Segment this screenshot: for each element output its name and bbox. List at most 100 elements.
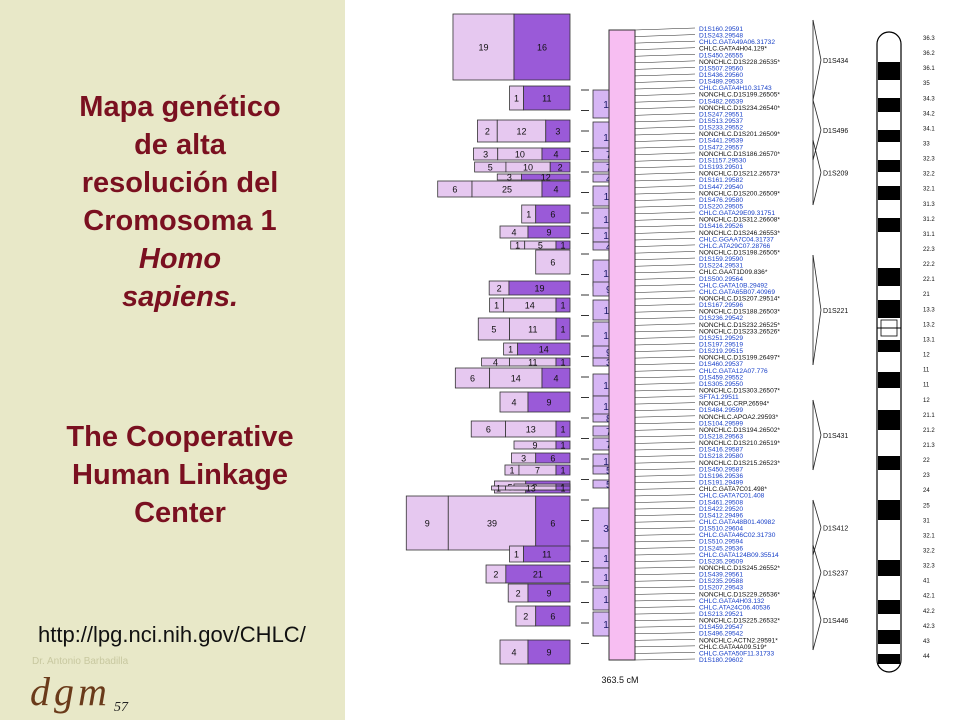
band-label: 32.3	[923, 157, 935, 163]
marker-label: NONCHLC.D1S199.26497*	[699, 355, 780, 362]
marker-label: CHLC.ATA29C07.28766	[699, 243, 771, 250]
marker-connector	[634, 310, 696, 313]
marker-connector	[634, 205, 696, 208]
title-line: resolución del	[81, 167, 279, 199]
marker-connector	[634, 238, 696, 241]
marker-connector	[634, 435, 696, 438]
chromosome-band	[878, 654, 900, 664]
histogram-count: 2	[558, 163, 563, 173]
band-label: 42.2	[923, 609, 935, 615]
locus-bracket: D1S446	[812, 589, 848, 651]
marker-label: NONCHLC.D1S229.26536*	[699, 591, 780, 598]
band-label: 22.1	[923, 277, 935, 283]
histogram-count: 1	[514, 550, 519, 560]
band-label: 21.2	[923, 428, 935, 434]
marker-label: D1S167.29596	[699, 302, 743, 309]
marker-connector	[634, 579, 696, 582]
histogram-count: 1	[508, 345, 513, 355]
marker-connector	[634, 93, 696, 96]
histogram-count: 1	[509, 466, 514, 476]
marker-label: NONCHLC.D1S212.26573*	[699, 171, 780, 178]
band-label: 12	[923, 398, 930, 404]
marker-label: D1S104.29599	[699, 420, 743, 427]
band-label: 21.1	[923, 413, 935, 419]
marker-label: D1S500.29564	[699, 276, 743, 283]
band-label: 32.2	[923, 548, 935, 554]
marker-label: D1S507.29560	[699, 65, 743, 72]
histogram-count: 6	[550, 519, 555, 529]
marker-connector	[634, 415, 696, 418]
histogram-count: 14	[539, 345, 549, 355]
marker-label: NONCHLC.D1S186.26570*	[699, 151, 780, 158]
marker-connector	[634, 159, 696, 162]
marker-connector	[634, 192, 696, 195]
bracket-label: D1S434	[823, 58, 848, 65]
histogram-count: 1	[494, 301, 499, 311]
chromosome-band	[878, 560, 900, 576]
marker-connector	[634, 540, 696, 543]
marker-label: D1S416.29587	[699, 447, 743, 454]
marker-connector	[634, 54, 696, 57]
source-url[interactable]: http://lpg.nci.nih.gov/CHLC/	[38, 622, 306, 647]
marker-connector	[634, 501, 696, 503]
locus-bracket: D1S237	[812, 544, 848, 601]
marker-connector	[634, 343, 696, 346]
band-label: 13.1	[923, 337, 935, 343]
histogram-cell	[499, 639, 529, 665]
marker-connector	[634, 494, 696, 497]
chromosome-band	[878, 300, 900, 318]
histogram-count: 10	[523, 163, 533, 173]
histogram-count: 5	[488, 163, 493, 173]
histogram-cell	[535, 204, 571, 224]
histogram-count: 4	[553, 374, 558, 384]
bracket-label: D1S431	[823, 433, 848, 440]
marker-label: NONCHLC.D1S200.26509*	[699, 190, 780, 197]
band-label: 11	[923, 368, 930, 374]
histogram-cell	[555, 317, 571, 341]
histogram-count: 21	[533, 570, 543, 580]
marker-label: D1S235.29509	[699, 558, 743, 565]
marker-label: D1S233.29552	[699, 125, 743, 132]
chromosome-band	[878, 218, 900, 232]
locus-bracket: D1S412	[812, 499, 848, 556]
bracket-label: D1S237	[823, 571, 848, 578]
marker-connector	[634, 573, 696, 575]
band-label: 33	[923, 142, 930, 148]
band-label: 22.2	[923, 262, 935, 268]
marker-connector	[634, 34, 696, 37]
marker-connector	[634, 481, 696, 484]
marker-connector	[634, 139, 696, 142]
band-label: 23	[923, 473, 930, 479]
marker-label: D1S476.29580	[699, 197, 743, 204]
band-label: 32.3	[923, 564, 935, 570]
histogram-cell	[505, 564, 571, 584]
marker-label: D1S193.29501	[699, 164, 743, 171]
marker-connector	[634, 461, 696, 464]
bracket-bottom	[812, 434, 822, 471]
histogram-cell	[535, 249, 571, 275]
marker-label: NONCHLC.D1S312.26608*	[699, 217, 780, 224]
histogram-count: 4	[553, 150, 558, 160]
marker-label: CHLC.GATA48B01.40982	[699, 519, 775, 526]
marker-label: D1S510.29604	[699, 526, 743, 533]
marker-label: D1S160.29591	[699, 26, 743, 33]
histogram-count: 1	[560, 466, 565, 476]
histogram-cell	[521, 173, 571, 181]
histogram-cell	[535, 495, 571, 551]
histogram-count: 9	[546, 589, 551, 599]
histogram-count: 9	[532, 441, 537, 451]
band-label: 32.1	[923, 533, 935, 539]
slide-subtitle: The Cooperative Human Linkage Center	[25, 418, 335, 532]
marker-label: D1S224.29531	[699, 263, 743, 270]
